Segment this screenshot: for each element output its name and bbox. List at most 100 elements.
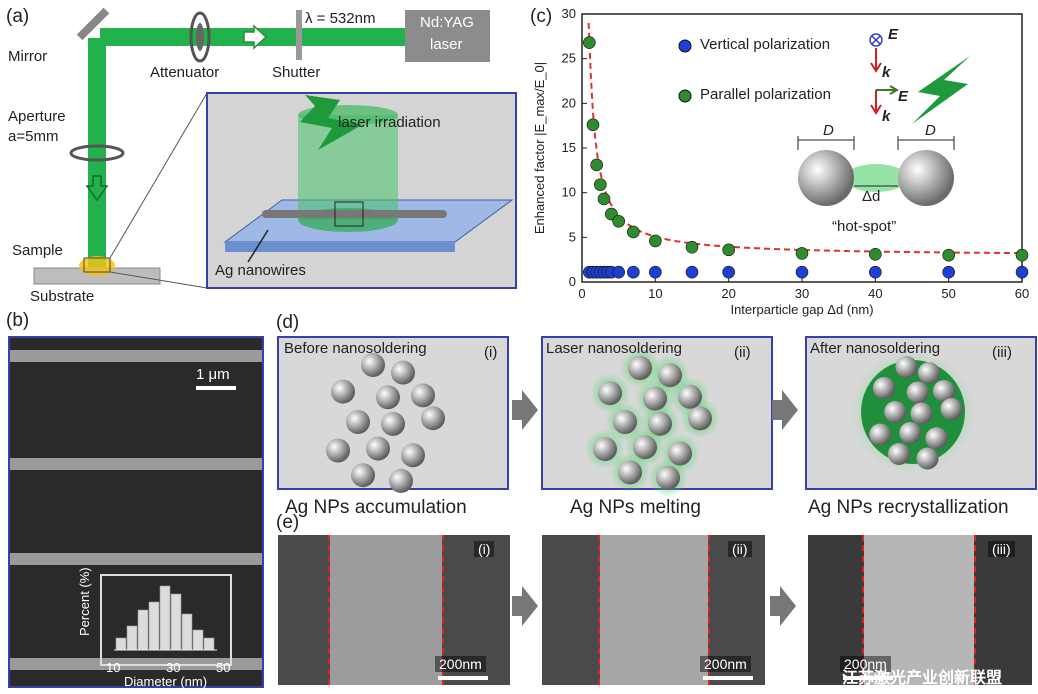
data-point: [590, 158, 603, 172]
d-ii-caption: Ag NPs melting: [570, 497, 701, 518]
hot-spot-glow: [844, 164, 908, 192]
y-tick-label: 20: [562, 95, 576, 110]
nanoparticle: [401, 443, 425, 468]
data-point: [649, 234, 662, 248]
k-arrow-icon-2: [870, 90, 882, 115]
lightning-icon: [300, 95, 362, 150]
y-tick-label: 0: [569, 274, 576, 289]
y-tick-label: 15: [562, 140, 576, 155]
attenuator-label: Attenuator: [150, 64, 220, 81]
nanoparticle: [598, 381, 622, 406]
nanoparticle: [873, 377, 895, 399]
hot-spot-label: “hot-spot”: [832, 218, 897, 235]
nanoparticle: [361, 353, 385, 377]
legend-marker-vertical: [678, 39, 692, 53]
d-arrow-2: [772, 390, 798, 430]
x-tick-label: 0: [578, 286, 585, 301]
e-iii-tag: (iii): [988, 541, 1015, 557]
sem-image-b: [8, 336, 264, 688]
e-i-scale-bar: [438, 676, 488, 680]
nanoparticle: [618, 460, 642, 485]
data-point: [685, 240, 699, 254]
nanoparticle: [918, 362, 940, 384]
e-iii-scale-bar: [843, 676, 893, 680]
nanoparticle: [381, 411, 405, 436]
d-label-right: D: [925, 122, 936, 139]
panel-b-tag: (b): [6, 310, 30, 331]
nanoparticle-left: [798, 150, 854, 206]
substrate-label: Substrate: [30, 288, 95, 305]
nanoparticle: [658, 363, 682, 388]
nanoparticle: [899, 422, 922, 444]
aperture-label-1: Aperture: [8, 108, 66, 125]
nanoparticle: [366, 436, 390, 461]
d-iii-tag: (iii): [992, 344, 1012, 361]
data-point: [942, 248, 955, 262]
aperture-shape: [69, 144, 125, 162]
d-ii-title: Laser nanosoldering: [546, 340, 682, 357]
shutter-label: Shutter: [272, 64, 321, 81]
d-i-title: Before nanosoldering: [284, 340, 427, 357]
attenuator-shape: [189, 11, 211, 63]
nanoparticle: [411, 383, 435, 408]
data-point: [685, 265, 699, 279]
data-point: [627, 265, 640, 279]
k-arrow-icon: [870, 48, 882, 73]
nanoparticle: [391, 360, 415, 385]
d-iii-title: After nanosoldering: [810, 340, 941, 357]
aperture-label-2: a=5mm: [8, 128, 59, 145]
nanoparticle: [351, 463, 375, 488]
legend-marker-parallel: [678, 89, 692, 103]
mirror-shape: [76, 7, 110, 41]
e-ii-scale-bar: [703, 676, 753, 680]
mirror-label: Mirror: [8, 48, 48, 65]
e-arrow-icon: [876, 85, 900, 95]
nanoparticle: [668, 441, 692, 466]
e-field-label-1: E: [888, 26, 899, 43]
data-point: [627, 225, 640, 239]
x-tick-label: 10: [648, 286, 662, 301]
k-label-1: k: [882, 64, 891, 81]
sem-b-scale-label: 1 μm: [196, 366, 230, 383]
data-point: [795, 265, 809, 279]
watermark: 江苏激光产业创新联盟: [842, 670, 1003, 687]
data-point: [583, 36, 596, 49]
histogram: [114, 585, 217, 651]
histogram-xlabel: Diameter (nm): [124, 674, 208, 689]
data-point: [869, 265, 882, 279]
nanoparticle: [884, 401, 907, 423]
data-point: [942, 265, 955, 279]
e-ii-tag: (ii): [728, 541, 752, 557]
nanoparticle: [678, 384, 702, 409]
sem-e-ii: [542, 535, 765, 685]
panel-e-tag: (e): [276, 512, 300, 533]
nanoparticle: [933, 380, 955, 402]
data-point: [612, 214, 625, 228]
e-ii-scale: 200nm: [700, 656, 751, 672]
e-field-label-2: E: [898, 88, 909, 105]
nanoparticle: [656, 465, 680, 490]
x-tick-label: 20: [721, 286, 735, 301]
hist-tick-50: 50: [216, 660, 231, 675]
y-axis-label: Enhanced factor |E_max/E_0|: [532, 62, 547, 234]
beam-arrow-left: [243, 24, 268, 50]
nanoparticle: [643, 386, 667, 411]
nanoparticle: [331, 379, 355, 404]
laser-label-2: laser: [430, 36, 463, 53]
x-tick-label: 30: [795, 286, 809, 301]
hist-tick-30: 30: [166, 660, 181, 675]
data-point: [594, 178, 607, 191]
nanoparticle: [888, 443, 910, 465]
e-i-tag: (i): [474, 541, 495, 557]
sample-label: Sample: [12, 242, 63, 259]
data-point: [649, 265, 662, 279]
data-point: [722, 243, 735, 257]
sem-e-i: [278, 535, 510, 685]
nanoparticle: [925, 427, 948, 450]
legend-parallel: Parallel polarization: [700, 86, 831, 103]
sem-e-iii: [808, 535, 1032, 685]
delta-d-label: Δd: [862, 188, 881, 205]
